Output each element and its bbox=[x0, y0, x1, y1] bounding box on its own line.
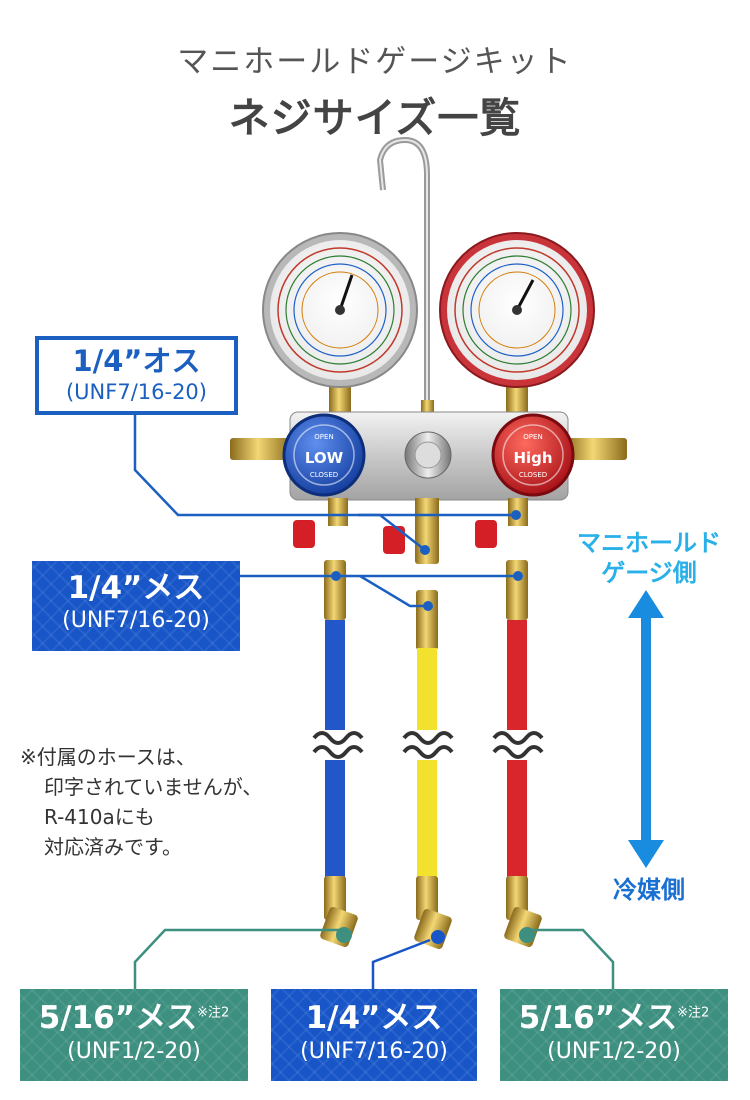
footnote-line: R-410aにも bbox=[44, 805, 155, 829]
hose-break-marks bbox=[312, 731, 544, 759]
label-bottom-right: 5/16”メス※注2 (UNF1/2-20) bbox=[500, 989, 728, 1081]
label-size: 1/4”オス bbox=[72, 344, 201, 378]
label-size: 5/16”メス bbox=[518, 1000, 678, 1036]
low-knob: OPEN LOW CLOSED bbox=[282, 413, 366, 497]
knob-closed-text: CLOSED bbox=[310, 471, 338, 479]
label-thread: (UNF1/2-20) bbox=[547, 1039, 681, 1065]
label-thread: (UNF1/2-20) bbox=[67, 1039, 201, 1065]
label-bottom-left: 5/16”メス※注2 (UNF1/2-20) bbox=[20, 989, 248, 1081]
low-pressure-gauge bbox=[262, 232, 418, 418]
refrigerant-side-label: 冷媒側 bbox=[613, 876, 685, 904]
manifold-side-label: マニホールド ゲージ側 bbox=[549, 528, 749, 588]
knob-open-text: OPEN bbox=[523, 433, 542, 441]
label-male-port: 1/4”オス (UNF7/16-20) bbox=[35, 336, 238, 415]
knob-low-label: LOW bbox=[305, 449, 344, 467]
manifold-side-line2: ゲージ側 bbox=[601, 559, 697, 587]
knob-open-text: OPEN bbox=[314, 433, 333, 441]
label-thread: (UNF7/16-20) bbox=[62, 608, 210, 634]
label-bottom-center: 1/4”メス (UNF7/16-20) bbox=[271, 989, 477, 1081]
callout-dots bbox=[331, 510, 523, 611]
label-note: ※注2 bbox=[197, 1005, 230, 1021]
label-female-top: 1/4”メス (UNF7/16-20) bbox=[32, 561, 240, 651]
footnote-line: 印字されていませんが、 bbox=[44, 775, 263, 799]
knob-closed-text: CLOSED bbox=[519, 471, 547, 479]
bottom-ports bbox=[293, 498, 528, 564]
high-knob: OPEN High CLOSED bbox=[491, 413, 575, 497]
red-cap bbox=[293, 520, 315, 548]
high-pressure-gauge bbox=[439, 232, 595, 418]
yellow-hose bbox=[414, 590, 452, 949]
label-size: 1/4”メス bbox=[67, 570, 205, 606]
double-arrow-icon bbox=[628, 590, 664, 868]
footnote-line: ※付属のホースは、 bbox=[20, 745, 196, 769]
side-male-ports bbox=[230, 438, 627, 460]
red-cap bbox=[383, 526, 405, 554]
blue-hose bbox=[320, 560, 358, 947]
label-size: 5/16”メス bbox=[38, 1000, 198, 1036]
label-thread: (UNF7/16-20) bbox=[300, 1039, 448, 1065]
page-title-line1: マニホールドゲージキット bbox=[177, 44, 573, 80]
footnote: ※付属のホースは、 印字されていませんが、 R-410aにも 対応済みです。 bbox=[20, 742, 262, 862]
label-note: ※注2 bbox=[677, 1005, 710, 1021]
red-cap bbox=[475, 520, 497, 548]
label-size: 1/4”メス bbox=[305, 1000, 443, 1036]
label-thread: (UNF7/16-20) bbox=[65, 379, 207, 404]
callout-lines bbox=[133, 415, 615, 989]
knob-high-label: High bbox=[513, 449, 552, 467]
manifold-side-line1: マニホールド bbox=[577, 529, 721, 557]
footnote-line: 対応済みです。 bbox=[44, 835, 182, 859]
page-title-line2: ネジサイズ一覧 bbox=[228, 94, 522, 142]
